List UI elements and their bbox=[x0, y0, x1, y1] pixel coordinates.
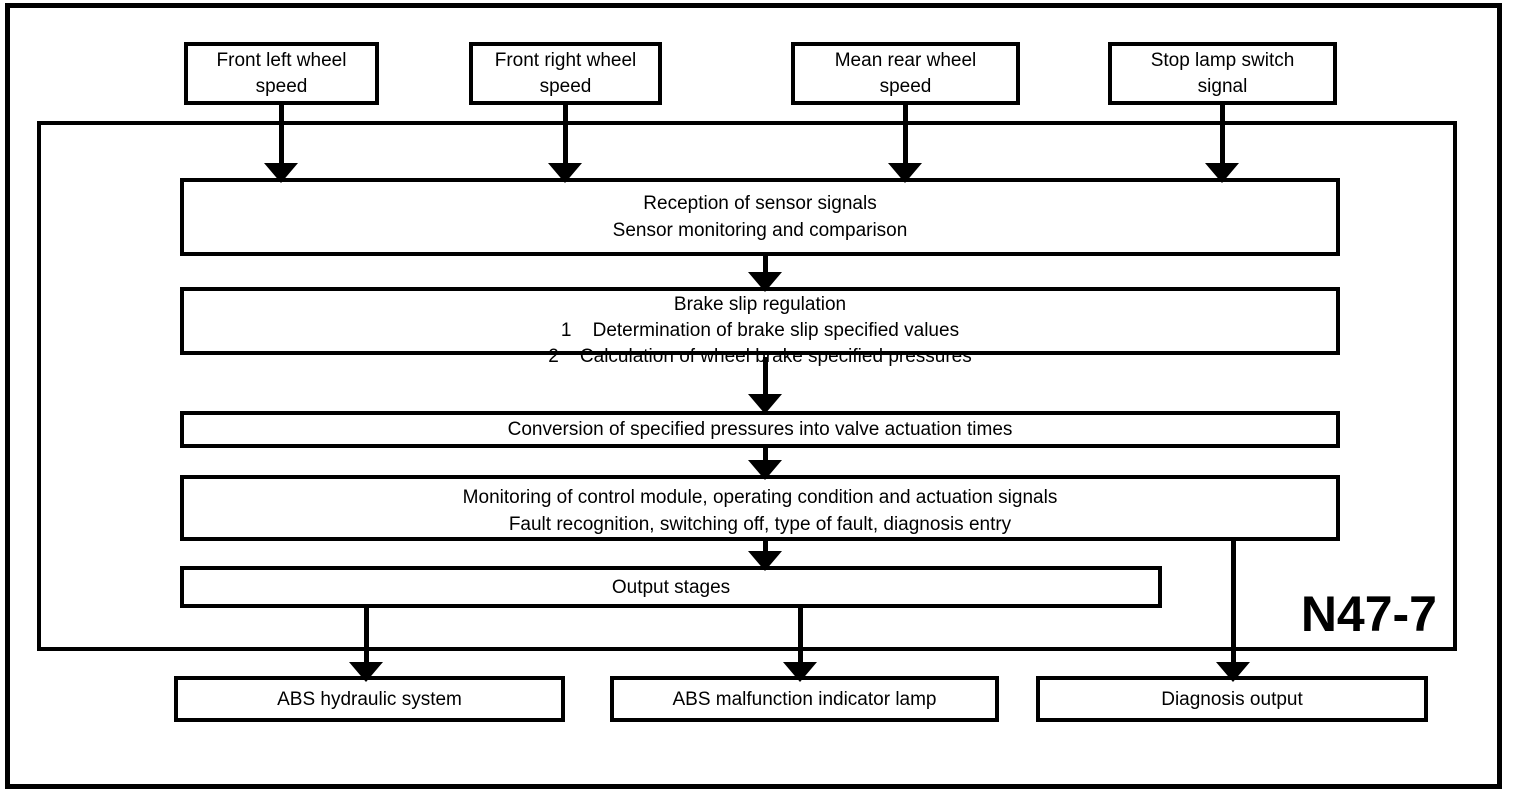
arrow-stem bbox=[902, 105, 908, 169]
input-label-line: speed bbox=[879, 75, 932, 97]
arrow-stem bbox=[1219, 105, 1225, 169]
output-label-line: Diagnosis output bbox=[1161, 688, 1303, 710]
process-label-line: Fault recognition, switching off, type o… bbox=[508, 513, 1012, 535]
arrow-stem bbox=[797, 606, 803, 668]
arrow-stem bbox=[762, 539, 768, 557]
arrow-stem bbox=[762, 448, 768, 466]
input-label-line: speed bbox=[255, 75, 308, 97]
process-label-line: 1 Determination of brake slip specified … bbox=[560, 320, 960, 341]
arrow-conversion-to-monitoring bbox=[748, 448, 782, 480]
arrow-head-icon bbox=[748, 460, 782, 480]
arrow-stem bbox=[363, 606, 369, 668]
arrow-stem bbox=[762, 254, 768, 278]
arrow-output-stages-to-abs-hydraulic bbox=[349, 606, 383, 682]
input-label-line: Front right wheel bbox=[494, 49, 637, 71]
input-label-line: signal bbox=[1197, 75, 1248, 97]
arrow-output-stages-to-malfunction-lamp bbox=[783, 606, 817, 682]
output-label-line: ABS malfunction indicator lamp bbox=[672, 688, 937, 710]
arrow-head-icon bbox=[888, 163, 922, 183]
process-label-line: Monitoring of control module, operating … bbox=[462, 486, 1058, 508]
process-label-line: Brake slip regulation bbox=[673, 294, 847, 315]
process-box-conversion: Conversion of specified pressures into v… bbox=[180, 411, 1340, 448]
process-box-output-stages: Output stages bbox=[180, 566, 1162, 608]
process-box-monitoring: Monitoring of control module, operating … bbox=[180, 475, 1340, 541]
arrow-stem bbox=[278, 105, 284, 169]
arrow-stem bbox=[762, 357, 768, 400]
arrow-head-icon bbox=[548, 163, 582, 183]
arrow-head-icon bbox=[783, 662, 817, 682]
process-label-line: Reception of sensor signals bbox=[643, 193, 877, 214]
arrow-head-icon bbox=[349, 662, 383, 682]
arrow-monitoring-to-output-stages bbox=[748, 539, 782, 571]
arrow-head-icon bbox=[748, 394, 782, 414]
input-box-front-left-wheel-speed: Front left wheel speed bbox=[184, 42, 379, 105]
input-box-front-right-wheel-speed: Front right wheel speed bbox=[469, 42, 662, 105]
process-label-line: Output stages bbox=[611, 576, 731, 598]
input-box-mean-rear-wheel-speed: Mean rear wheel speed bbox=[791, 42, 1020, 105]
arrow-stem bbox=[1230, 539, 1236, 668]
process-label-line-overflowing: 2 Calculation of wheel brake specified p… bbox=[548, 346, 972, 367]
output-label-line: ABS hydraulic system bbox=[277, 688, 462, 710]
input-box-stop-lamp-switch-signal: Stop lamp switch signal bbox=[1108, 42, 1337, 105]
page-border bbox=[5, 3, 1502, 789]
arrow-front-right-to-reception bbox=[548, 105, 582, 183]
module-id-label: N47-7 bbox=[1300, 586, 1437, 642]
arrow-head-icon bbox=[264, 163, 298, 183]
arrow-stop-lamp-to-reception bbox=[1205, 105, 1239, 183]
arrow-head-icon bbox=[748, 272, 782, 292]
process-label-line: Conversion of specified pressures into v… bbox=[507, 419, 1013, 440]
input-label-line: Mean rear wheel bbox=[834, 49, 977, 71]
arrow-head-icon bbox=[1216, 662, 1250, 682]
arrow-reception-to-brake-slip bbox=[748, 254, 782, 292]
process-box-brake-slip-regulation: Brake slip regulation 1 Determination of… bbox=[180, 287, 1340, 367]
output-box-diagnosis-output: Diagnosis output bbox=[1036, 676, 1428, 722]
input-label-line: speed bbox=[539, 75, 592, 97]
arrow-stem bbox=[562, 105, 568, 169]
output-box-abs-malfunction-indicator-lamp: ABS malfunction indicator lamp bbox=[610, 676, 999, 722]
arrow-head-icon bbox=[748, 551, 782, 571]
arrow-monitoring-to-diagnosis-output bbox=[1216, 539, 1250, 682]
output-box-abs-hydraulic-system: ABS hydraulic system bbox=[174, 676, 565, 722]
arrow-front-left-to-reception bbox=[264, 105, 298, 183]
arrow-brake-slip-to-conversion bbox=[748, 357, 782, 414]
arrow-mean-rear-to-reception bbox=[888, 105, 922, 183]
input-label-line: Stop lamp switch bbox=[1150, 49, 1295, 71]
process-box-reception: Reception of sensor signals Sensor monit… bbox=[180, 178, 1340, 256]
process-label-line: Sensor monitoring and comparison bbox=[612, 220, 908, 241]
arrow-head-icon bbox=[1205, 163, 1239, 183]
input-label-line: Front left wheel bbox=[216, 49, 347, 71]
